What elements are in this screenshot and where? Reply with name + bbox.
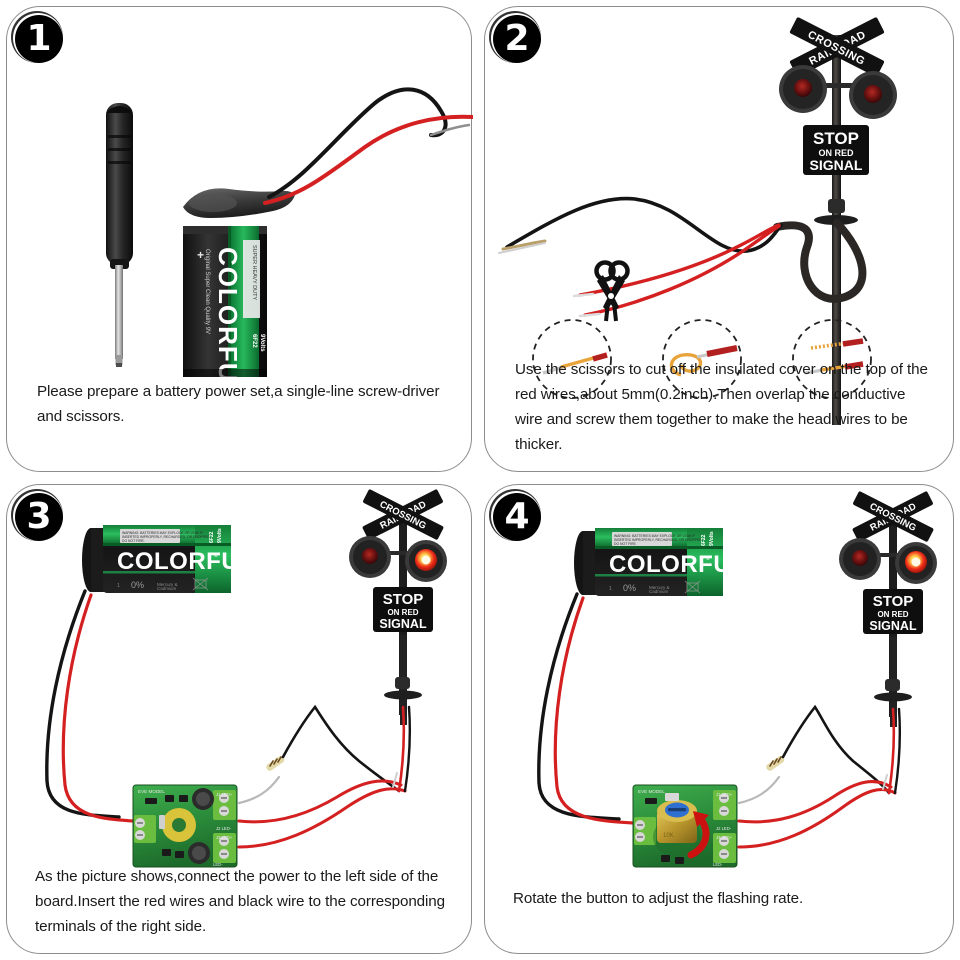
signal-lamp-right-3 [405, 540, 447, 582]
battery-illustration-4: WARNING: BATTERIES MAY EXPLODE OR LEAK I… [574, 528, 746, 596]
svg-text:9Volts: 9Volts [709, 531, 715, 546]
svg-text:CROSSING: CROSSING [806, 29, 867, 68]
signal-lamp-left-4 [839, 538, 881, 580]
svg-text:COLORFUL: COLORFUL [117, 548, 254, 575]
svg-text:+: + [197, 248, 204, 262]
svg-text:1: 1 [117, 583, 120, 589]
scissors-icon-2 [594, 260, 630, 322]
step-3-caption: As the picture shows,connect the power t… [35, 868, 445, 935]
signal-lamp-left-2 [779, 65, 827, 113]
step-panel-4: 4 [484, 484, 954, 954]
svg-text:1: 1 [609, 586, 612, 592]
svg-text:Cadmium: Cadmium [157, 586, 177, 591]
step-number-badge-3: 3 [15, 493, 63, 541]
step-panel-3: 3 [6, 484, 472, 954]
step-4-illustration: WARNING: BATTERIES MAY EXPLODE OR LEAK I… [485, 485, 953, 953]
step-number-badge-4: 4 [493, 493, 541, 541]
svg-text:Mercury &: Mercury & [157, 582, 178, 587]
stop-on-red-signal-plate-4: STOP ON RED SIGNAL [863, 589, 923, 634]
svg-text:J3 LED+: J3 LED+ [216, 835, 233, 840]
svg-text:CROSSING: CROSSING [378, 499, 428, 532]
svg-text:ON RED: ON RED [877, 610, 908, 619]
step-2-caption: Use the scissors to cut off the insulate… [515, 361, 928, 453]
svg-text:J2 LED-: J2 LED- [716, 826, 732, 831]
svg-text:WARNING: BATTERIES MAY EXPLODE: WARNING: BATTERIES MAY EXPLODE OR LEAK I… [614, 534, 695, 538]
svg-text:J2 LED-: J2 LED- [216, 826, 232, 831]
crossing-signal-post-4: RAILROAD CROSSING [839, 491, 937, 727]
svg-text:J1 LED+: J1 LED+ [216, 792, 233, 797]
svg-text:COLORFUL: COLORFUL [609, 551, 746, 578]
signal-wires-4 [737, 704, 901, 849]
svg-text:Original Super Clean Quality 9: Original Super Clean Quality 9V [204, 249, 210, 334]
screwdriver-illustration [106, 103, 133, 367]
svg-text:9Volts: 9Volts [217, 528, 223, 543]
step-number-badge-1: 1 [15, 15, 63, 63]
svg-text:STOP: STOP [383, 591, 424, 608]
svg-text:RAILROAD: RAILROAD [807, 29, 868, 68]
svg-text:J3 LED+: J3 LED+ [716, 835, 733, 840]
svg-text:ON RED: ON RED [818, 148, 854, 158]
svg-text:®: ® [214, 552, 218, 559]
crossbuck-sign-3: RAILROAD CROSSING [362, 489, 444, 540]
svg-text:Mercury &: Mercury & [649, 585, 670, 590]
step-1-caption: Please prepare a battery power set,a sin… [37, 383, 440, 425]
svg-text:STOP: STOP [813, 129, 859, 148]
svg-text:0%: 0% [623, 583, 636, 593]
svg-text:STOP: STOP [873, 593, 914, 610]
signal-wires-3 [237, 704, 411, 849]
power-wires-3 [45, 589, 135, 823]
svg-text:INSERTED IMPROPERLY, RECHARGED: INSERTED IMPROPERLY, RECHARGED, OR DROPP… [614, 538, 703, 542]
svg-text:RAILROAD: RAILROAD [868, 501, 918, 534]
svg-text:10K: 10K [663, 833, 674, 839]
svg-text:SIGNAL: SIGNAL [810, 157, 863, 173]
signal-lamp-right-2 [849, 71, 897, 119]
rotate-arrow-4 [687, 811, 710, 859]
svg-text:COLORFUL: COLORFUL [213, 247, 243, 399]
svg-text:ON RED: ON RED [387, 608, 418, 617]
svg-text:Cadmium: Cadmium [649, 589, 669, 594]
flasher-pcb-4: 10K EVE MODEL J1 LED+ J2 LED- J3 LED+ [632, 784, 738, 868]
signal-lamp-left-3 [349, 536, 391, 578]
stop-on-red-signal-plate-2: STOP ON RED SIGNAL [803, 125, 869, 175]
svg-text:0%: 0% [131, 580, 144, 590]
step-4-caption: Rotate the button to adjust the flashing… [513, 890, 804, 907]
svg-text:INSERTED IMPROPERLY, RECHARGED: INSERTED IMPROPERLY, RECHARGED, OR DROPP… [122, 535, 211, 539]
battery-wires [263, 87, 473, 205]
step-panel-1: 1 [6, 6, 473, 472]
crossbuck-sign-2: RAILROAD CROSSING [789, 17, 885, 77]
svg-text:RAILROAD: RAILROAD [378, 499, 428, 532]
svg-text:®: ® [706, 555, 710, 562]
power-wires-4 [537, 592, 635, 825]
svg-text:WARNING: BATTERIES MAY EXPLODE: WARNING: BATTERIES MAY EXPLODE OR LEAK I… [122, 531, 203, 535]
flasher-pcb-3: EVE MODEL J1 LED+ J2 LED- J3 LED+ LED- [132, 784, 238, 868]
signal-lamp-right-4 [895, 542, 937, 584]
wire-bundle-2 [498, 196, 783, 318]
battery-illustration: COLORFUL Original Super Clean Quality 9V… [183, 188, 295, 399]
resistor-3 [266, 755, 285, 771]
svg-text:LED-: LED- [713, 862, 723, 867]
resistor-4 [766, 755, 785, 771]
svg-text:6F22: 6F22 [209, 531, 215, 543]
crossing-signal-post-3: RAILROAD CROSSING [349, 489, 447, 725]
step-number-badge-2: 2 [493, 15, 541, 63]
svg-text:6F22: 6F22 [251, 334, 257, 348]
svg-text:9Volts: 9Volts [259, 334, 265, 352]
svg-text:6F22: 6F22 [701, 534, 707, 546]
potentiometer-knob-4: 10K [653, 800, 701, 857]
svg-text:DO NOT FIRE.: DO NOT FIRE. [614, 542, 637, 546]
crossbuck-sign-4: RAILROAD CROSSING [852, 491, 934, 542]
svg-text:SIGNAL: SIGNAL [869, 619, 917, 633]
svg-text:EVE MODEL: EVE MODEL [638, 789, 665, 794]
svg-text:DO NOT FIRE.: DO NOT FIRE. [122, 539, 145, 543]
svg-text:SUPER HEAVY DUTY: SUPER HEAVY DUTY [251, 245, 257, 300]
svg-text:CROSSING: CROSSING [868, 501, 918, 534]
svg-text:J1 LED+: J1 LED+ [716, 792, 733, 797]
svg-text:EVE MODEL: EVE MODEL [138, 789, 165, 794]
stop-on-red-signal-plate-3: STOP ON RED SIGNAL [373, 587, 433, 632]
svg-text:SIGNAL: SIGNAL [379, 617, 427, 631]
step-panel-2: 2 [484, 6, 954, 472]
